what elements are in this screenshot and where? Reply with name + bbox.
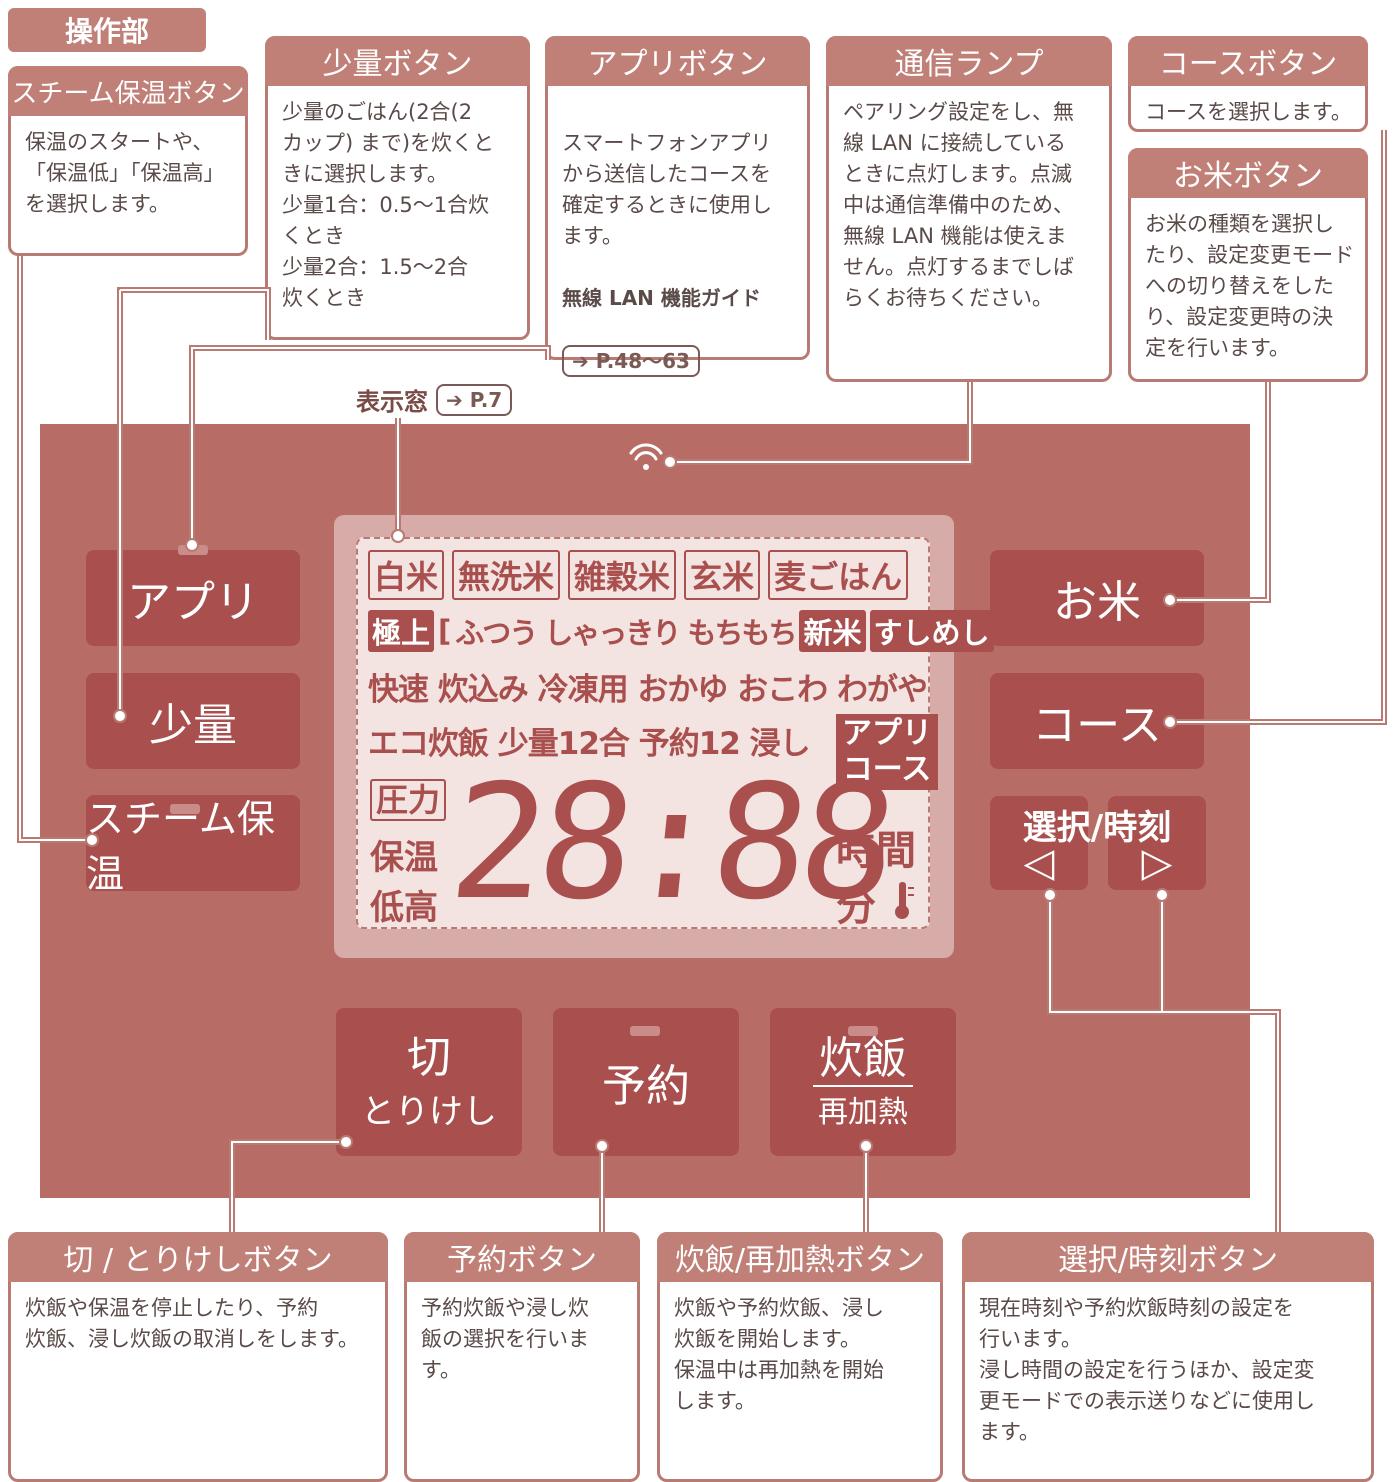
select-time-label: 選択/時刻 xyxy=(1022,808,1172,848)
rice-button-label: お米 xyxy=(1053,577,1141,628)
app-button[interactable]: アプリ xyxy=(86,550,300,646)
callout-title: 少量ボタン xyxy=(265,36,530,86)
lcd-sushi: すしめし xyxy=(869,610,994,652)
callout-body: お米の種類を選択し たり、設定変更モード への切り替えをした り、設定変更時の決… xyxy=(1145,212,1355,360)
callout-body: 少量のごはん(2合(2 カップ) まで)を炊くと きに選択します。 少量1合：0… xyxy=(282,100,495,310)
page-ref-display[interactable]: ➔ P.7 xyxy=(436,383,513,416)
callout-rice: お米ボタン お米の種類を選択し たり、設定変更モード への切り替えをした り、設… xyxy=(1128,148,1368,382)
lcd-white-rice: 白米 xyxy=(368,550,445,600)
page-ref-wireless[interactable]: ➔ P.48～63 xyxy=(562,345,700,377)
callout-timer: 予約ボタン 予約炊飯や浸し炊 飯の選択を行いま す。 xyxy=(404,1232,640,1482)
course-button-label: コース xyxy=(1032,700,1162,751)
callout-steam-keep-warm: スチーム保温ボタン 保温のスタートや、 「保温低」「保温高」 を選択します。 xyxy=(8,66,248,256)
lcd-low-high: 低高 xyxy=(370,888,438,928)
lcd-brown-rice: 玄米 xyxy=(684,550,761,600)
lcd-textures: 極上 [ ふつう しゃっきり もちもち 新米 すしめし ] xyxy=(368,610,1011,652)
callout-title: 炊飯/再加熱ボタン xyxy=(657,1232,943,1282)
callout-title: 選択/時刻ボタン xyxy=(962,1232,1374,1282)
callout-select-time: 選択/時刻ボタン 現在時刻や予約炊飯時刻の設定を 行います。 浸し時間の設定を行… xyxy=(962,1232,1374,1482)
select-right-button[interactable]: ▷ xyxy=(1108,796,1206,890)
section-title: 操作部 xyxy=(8,8,206,52)
lcd-pressure-text: 圧力 xyxy=(370,779,447,821)
lcd-bracket-open: [ xyxy=(438,614,452,648)
callout-body: 保温のスタートや、 「保温低」「保温高」 を選択します。 xyxy=(25,130,225,216)
callout-title: 通信ランプ xyxy=(826,36,1112,86)
cook-sub-label: 再加熱 xyxy=(818,1095,908,1130)
cancel-sub-label: とりけし xyxy=(361,1091,497,1132)
lcd-minute: 分 xyxy=(836,884,876,930)
callout-title: 予約ボタン xyxy=(404,1232,640,1282)
lcd-rice-types: 白米 無洗米 雑穀米 玄米 麦ごはん xyxy=(368,550,909,600)
lcd-digits: 28:88 xyxy=(442,751,898,935)
callout-body: 炊飯や予約炊飯、浸し 炊飯を開始します。 保温中は再加熱を開始 します。 xyxy=(674,1296,884,1413)
lcd-modes: 快速 炊込み 冷凍用 おかゆ おこわ わがや xyxy=(368,672,928,708)
app-button-label: アプリ xyxy=(127,577,259,628)
lcd-premium: 極上 xyxy=(368,610,435,652)
callout-body: ペアリング設定をし、無 線 LAN に接続している ときに点灯します。点滅 中は… xyxy=(843,100,1074,310)
callout-title: アプリボタン xyxy=(545,36,810,86)
lcd-texture-options: ふつう しゃっきり もちもち xyxy=(455,616,797,650)
small-button-label: 少量 xyxy=(149,700,237,751)
callout-body-text: スマートフォンアプリ から送信したコースを 確定するときに使用し ます。 xyxy=(562,131,772,248)
lcd-musenmai: 無洗米 xyxy=(452,550,561,600)
lcd-new-rice: 新米 xyxy=(799,610,866,652)
small-button[interactable]: 少量 xyxy=(86,673,300,769)
right-arrow-icon: ▷ xyxy=(1141,840,1173,886)
lcd-keep-warm: 保温 xyxy=(370,838,438,878)
callout-cook: 炊飯/再加熱ボタン 炊飯や予約炊飯、浸し 炊飯を開始します。 保温中は再加熱を開… xyxy=(657,1232,943,1482)
callout-body: 予約炊飯や浸し炊 飯の選択を行いま す。 xyxy=(421,1296,589,1382)
wireless-guide-label: 無線 LAN 機能ガイド xyxy=(562,286,761,310)
callout-course: コースボタン コースを選択します。 xyxy=(1128,36,1368,132)
callout-title: お米ボタン xyxy=(1128,148,1368,198)
lcd-pressure: 圧力 xyxy=(370,775,447,821)
timer-button-label: 予約 xyxy=(602,1061,690,1112)
display-window-text: 表示窓 xyxy=(356,388,428,416)
cancel-button[interactable]: 切 とりけし xyxy=(336,1008,522,1156)
lcd-row4: エコ炊飯 少量12合 予約12 浸し xyxy=(368,726,811,762)
cancel-main-label: 切 xyxy=(407,1031,451,1083)
display-window-label: 表示窓 ➔ P.7 xyxy=(356,382,513,417)
callout-title: 切 / とりけしボタン xyxy=(8,1232,388,1282)
callout-app: アプリボタン スマートフォンアプリ から送信したコースを 確定するときに使用し … xyxy=(545,36,810,377)
lcd-zakkokumai: 雑穀米 xyxy=(568,550,677,600)
left-arrow-icon: ◁ xyxy=(1023,840,1055,886)
callout-title: スチーム保温ボタン xyxy=(8,66,248,116)
rice-button[interactable]: お米 xyxy=(990,550,1204,646)
lcd-app-text: アプリ xyxy=(842,716,932,751)
callout-body: 現在時刻や予約炊飯時刻の設定を 行います。 浸し時間の設定を行うほか、設定変 更… xyxy=(979,1296,1315,1444)
lcd-app-course: アプリ コース xyxy=(836,714,938,790)
display-window xyxy=(356,537,930,929)
cook-led xyxy=(848,1026,878,1036)
lcd-hour: 時間 xyxy=(836,828,916,874)
select-left-button[interactable]: ◁ xyxy=(990,796,1088,890)
course-button[interactable]: コース xyxy=(990,673,1204,769)
steam-keep-warm-button[interactable]: スチーム保温 xyxy=(86,795,300,896)
steam-led xyxy=(170,804,200,814)
callout-comm-lamp: 通信ランプ ペアリング設定をし、無 線 LAN に接続している ときに点灯します… xyxy=(826,36,1112,382)
lcd-barley-rice: 麦ごはん xyxy=(768,550,909,600)
callout-body: スマートフォンアプリ から送信したコースを 確定するときに使用し ます。 無線 … xyxy=(562,97,797,377)
timer-led xyxy=(630,1026,660,1036)
callout-body: 炊飯や保温を停止したり、予約 炊飯、浸し炊飯の取消しをします。 xyxy=(25,1296,359,1351)
callout-cancel: 切 / とりけしボタン 炊飯や保温を停止したり、予約 炊飯、浸し炊飯の取消しをし… xyxy=(8,1232,388,1482)
callout-body: コースを選択します。 xyxy=(1145,100,1352,124)
lcd-bracket-close: ] xyxy=(997,614,1011,648)
steam-button-label: スチーム保温 xyxy=(86,797,275,896)
app-led xyxy=(178,545,208,555)
callout-small-amount: 少量ボタン 少量のごはん(2合(2 カップ) まで)を炊くと きに選択します。 … xyxy=(265,36,530,340)
callout-title: コースボタン xyxy=(1128,36,1368,86)
lcd-course-text: コース xyxy=(842,752,932,787)
cook-main-label: 炊飯 xyxy=(813,1033,913,1087)
